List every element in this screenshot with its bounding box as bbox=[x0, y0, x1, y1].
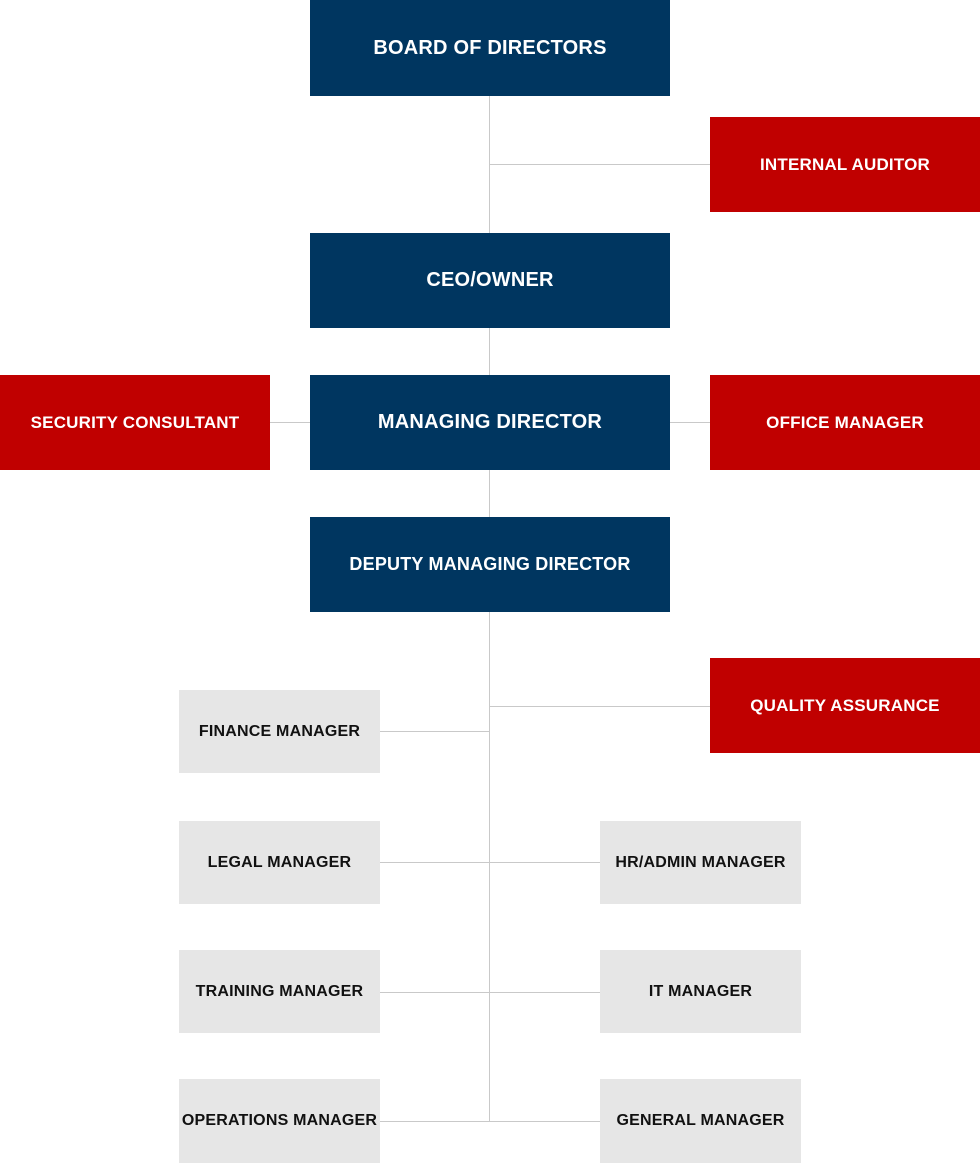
legal-manager-box: LEGAL MANAGER bbox=[179, 821, 380, 904]
hr-admin-manager-box: HR/ADMIN MANAGER bbox=[600, 821, 801, 904]
connector-legal-hr bbox=[380, 862, 600, 863]
managing-director-box: MANAGING DIRECTOR bbox=[310, 375, 670, 470]
security-consultant-box: SECURITY CONSULTANT bbox=[0, 375, 270, 470]
board-of-directors-box: BOARD OF DIRECTORS bbox=[310, 0, 670, 96]
connector-deputy-trunk bbox=[489, 612, 490, 1121]
connector-office-manager bbox=[670, 422, 710, 423]
deputy-managing-director-box: DEPUTY MANAGING DIRECTOR bbox=[310, 517, 670, 612]
connector-security-consultant bbox=[270, 422, 310, 423]
general-manager-box: GENERAL MANAGER bbox=[600, 1079, 801, 1163]
internal-auditor-box: INTERNAL AUDITOR bbox=[710, 117, 980, 212]
ceo-owner-box: CEO/OWNER bbox=[310, 233, 670, 328]
quality-assurance-box: QUALITY ASSURANCE bbox=[710, 658, 980, 753]
operations-manager-box: OPERATIONS MANAGER bbox=[179, 1079, 380, 1163]
connector-training-it bbox=[380, 992, 600, 993]
finance-manager-box: FINANCE MANAGER bbox=[179, 690, 380, 773]
connector-finance bbox=[380, 731, 490, 732]
connector-operations-general bbox=[380, 1121, 600, 1122]
connector-md-to-deputy bbox=[489, 470, 490, 517]
connector-ceo-to-md bbox=[489, 328, 490, 375]
it-manager-box: IT MANAGER bbox=[600, 950, 801, 1033]
training-manager-box: TRAINING MANAGER bbox=[179, 950, 380, 1033]
office-manager-box: OFFICE MANAGER bbox=[710, 375, 980, 470]
connector-quality-assurance bbox=[489, 706, 710, 707]
connector-internal-auditor bbox=[489, 164, 710, 165]
